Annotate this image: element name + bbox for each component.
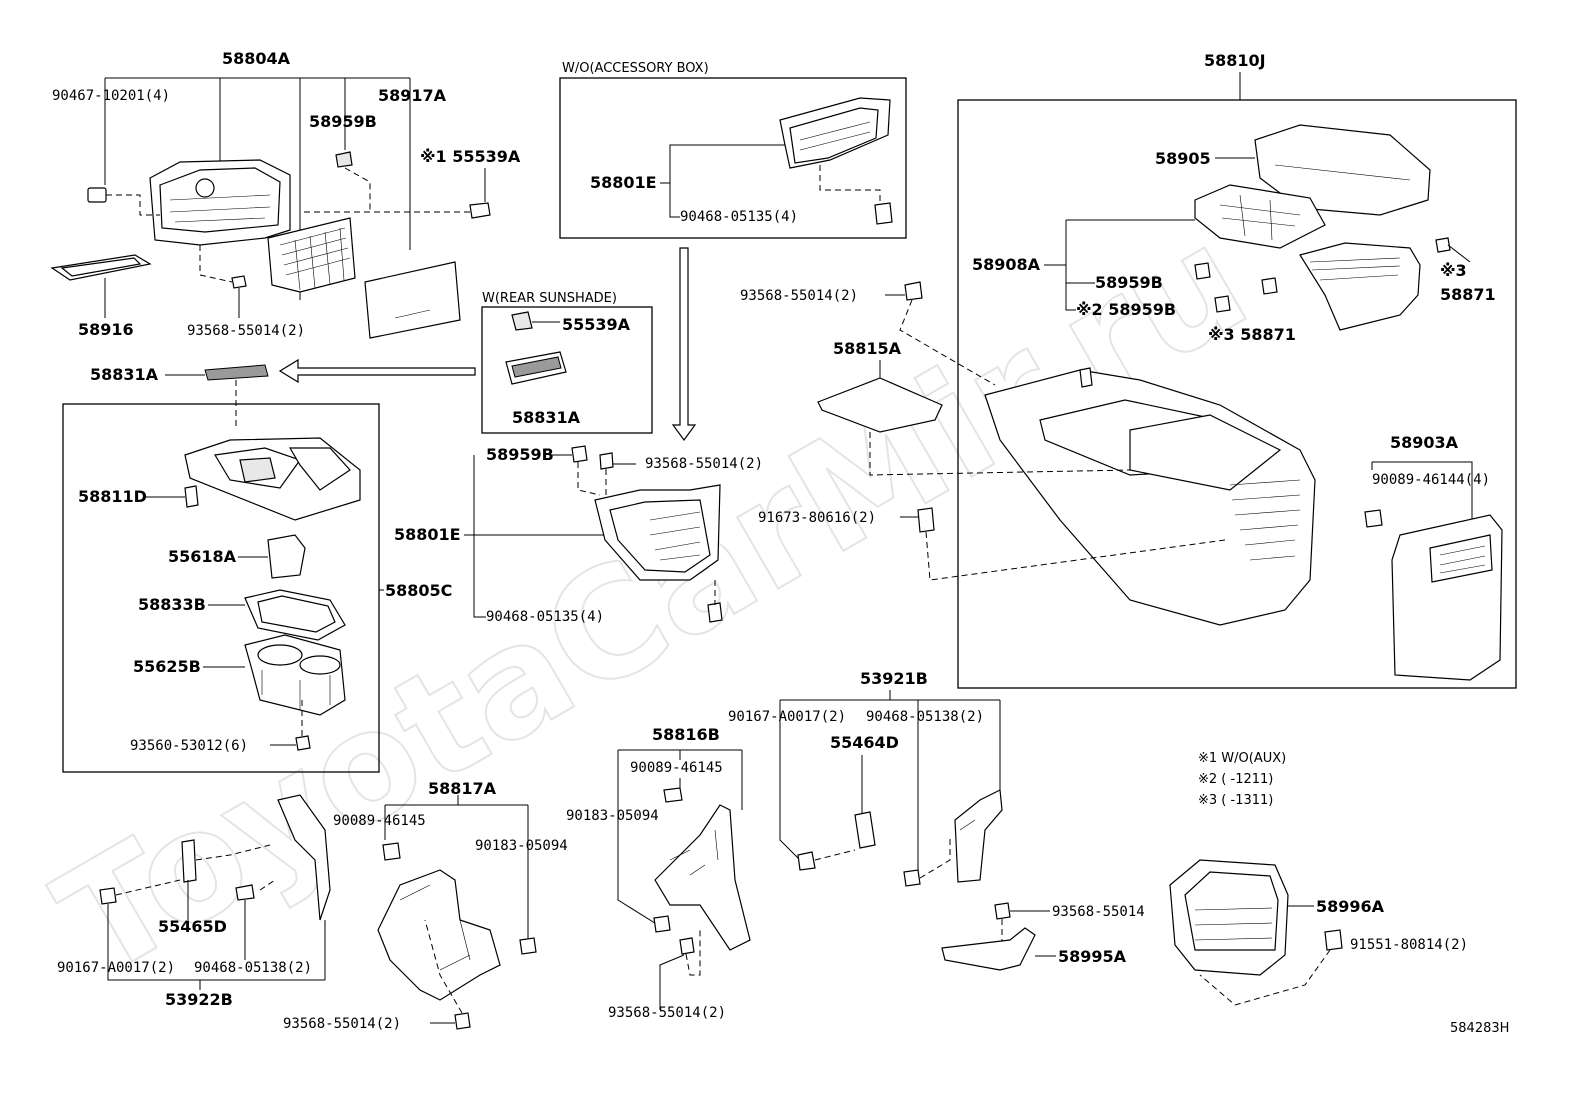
down-arrow-icon — [671, 247, 697, 442]
label-58916: 58916 — [78, 320, 134, 339]
label-58959B-console: 58959B — [1095, 273, 1163, 292]
label-55464D: 55464D — [830, 733, 899, 752]
label-58908A: 58908A — [972, 255, 1041, 274]
notes: ※1 W/O(AUX) ※2 ( -1211) ※3 ( -1311) — [1198, 751, 1286, 808]
label-58959B-top: 58959B — [309, 112, 377, 131]
group-53921B: 53921B 90167-A0017(2) 90468-05138(2) 554… — [728, 669, 1003, 887]
label-90089-46145-b: 90089-46145 — [630, 760, 723, 776]
label-93568-55014-e: 93568-55014(2) — [283, 1016, 401, 1032]
label-55539A-top: ※1 55539A — [420, 147, 521, 166]
label-58801E-a: 58801E — [590, 173, 657, 192]
label-58801E-b: 58801E — [394, 525, 461, 544]
note-3: ※3 ( -1311) — [1198, 793, 1273, 808]
label-55625B: 55625B — [133, 657, 201, 676]
label-58804A: 58804A — [222, 49, 291, 68]
group-58801E-middle: 58959B 93568-55014(2) 58801E 90468-05135… — [394, 445, 763, 625]
label-58959B-console-note: ※2 58959B — [1076, 300, 1176, 319]
label-58833B: 58833B — [138, 595, 206, 614]
label-90468-05135-b: 90468-05135(4) — [486, 609, 604, 625]
label-58831A-sunshade: 58831A — [512, 408, 581, 427]
label-90468-05135-a: 90468-05135(4) — [680, 209, 798, 225]
group-53922B: 55465D 90167-A0017(2) 90468-05138(2) 539… — [57, 794, 331, 1009]
label-58871-a: ※3 58871 — [1208, 325, 1296, 344]
group-58816B: 58816B 90089-46145 90183-05094 93568-550… — [566, 725, 751, 1021]
label-90089-46145-c: 90089-46145 — [333, 813, 426, 829]
label-58815A: 58815A — [833, 339, 902, 358]
label-58996A: 58996A — [1316, 897, 1385, 916]
label-53922B: 53922B — [165, 990, 233, 1009]
label-58905: 58905 — [1155, 149, 1211, 168]
label-58871-b: 58871 — [1440, 285, 1496, 304]
left-arrow-icon — [278, 358, 476, 384]
label-93568-55014-c: 93568-55014(2) — [740, 288, 858, 304]
label-90167-A0017-b: 90167-A0017(2) — [57, 960, 175, 976]
label-58816B: 58816B — [652, 725, 720, 744]
group-58805C: 58831A 58805C 58811D 55618A 58833B 55625… — [62, 364, 452, 773]
label-90167-A0017-a: 90167-A0017(2) — [728, 709, 846, 725]
label-91551-80814: 91551-80814(2) — [1350, 937, 1468, 953]
group-console-fasteners: 93568-55014(2) 58815A 91673-80616(2) — [740, 281, 1226, 581]
label-58817A: 58817A — [428, 779, 497, 798]
label-58811D: 58811D — [78, 487, 147, 506]
label-58959B-middle: 58959B — [486, 445, 554, 464]
title-w-rear-sunshade: W(REAR SUNSHADE) — [482, 291, 617, 306]
label-55465D: 55465D — [158, 917, 227, 936]
label-90468-05138-a: 90468-05138(2) — [866, 709, 984, 725]
group-58817A: 58817A 90089-46145 90183-05094 93568-550… — [283, 779, 568, 1032]
label-58805C: 58805C — [385, 581, 452, 600]
diagram-id: 584283H — [1450, 1021, 1509, 1036]
label-58831A: 58831A — [90, 365, 159, 384]
note-1: ※1 W/O(AUX) — [1198, 751, 1286, 766]
box-wo-accessory: W/O(ACCESSORY BOX) 58801E 90468-05135(4) — [559, 61, 907, 239]
title-wo-accessory-box: W/O(ACCESSORY BOX) — [562, 61, 709, 76]
label-91673-80616: 91673-80616(2) — [758, 510, 876, 526]
label-90468-05138-b: 90468-05138(2) — [194, 960, 312, 976]
label-58871-note: ※3 — [1440, 261, 1467, 280]
label-93568-55014-b: 93568-55014(2) — [645, 456, 763, 472]
label-93568-55014-f: 93568-55014 — [1052, 904, 1145, 920]
label-90089-46144: 90089-46144(4) — [1372, 472, 1490, 488]
label-58810J: 58810J — [1204, 51, 1266, 70]
label-90467-10201: 90467-10201(4) — [52, 88, 170, 104]
group-58804A: 58804A 90467-10201(4) 58917A 58959B ※1 5… — [50, 49, 521, 339]
label-93560-53012: 93560-53012(6) — [130, 738, 248, 754]
label-55539A-sunshade: 55539A — [562, 315, 631, 334]
label-53921B: 53921B — [860, 669, 928, 688]
group-58995A-58996A: 93568-55014 58995A 58996A 91551-80814(2) — [941, 859, 1468, 1006]
label-55618A: 55618A — [168, 547, 237, 566]
label-58903A: 58903A — [1390, 433, 1459, 452]
label-90183-05094-a: 90183-05094 — [566, 808, 659, 824]
label-93568-55014-a: 93568-55014(2) — [187, 323, 305, 339]
box-w-rear-sunshade: W(REAR SUNSHADE) 55539A 58831A — [481, 291, 653, 434]
label-58917A: 58917A — [378, 86, 447, 105]
label-93568-55014-d: 93568-55014(2) — [608, 1005, 726, 1021]
note-2: ※2 ( -1211) — [1198, 772, 1273, 787]
label-58995A: 58995A — [1058, 947, 1127, 966]
group-58810J: 58810J 58905 58908A 58959B ※2 58959B ※3 … — [957, 51, 1517, 689]
label-90183-05094-b: 90183-05094 — [475, 838, 568, 854]
